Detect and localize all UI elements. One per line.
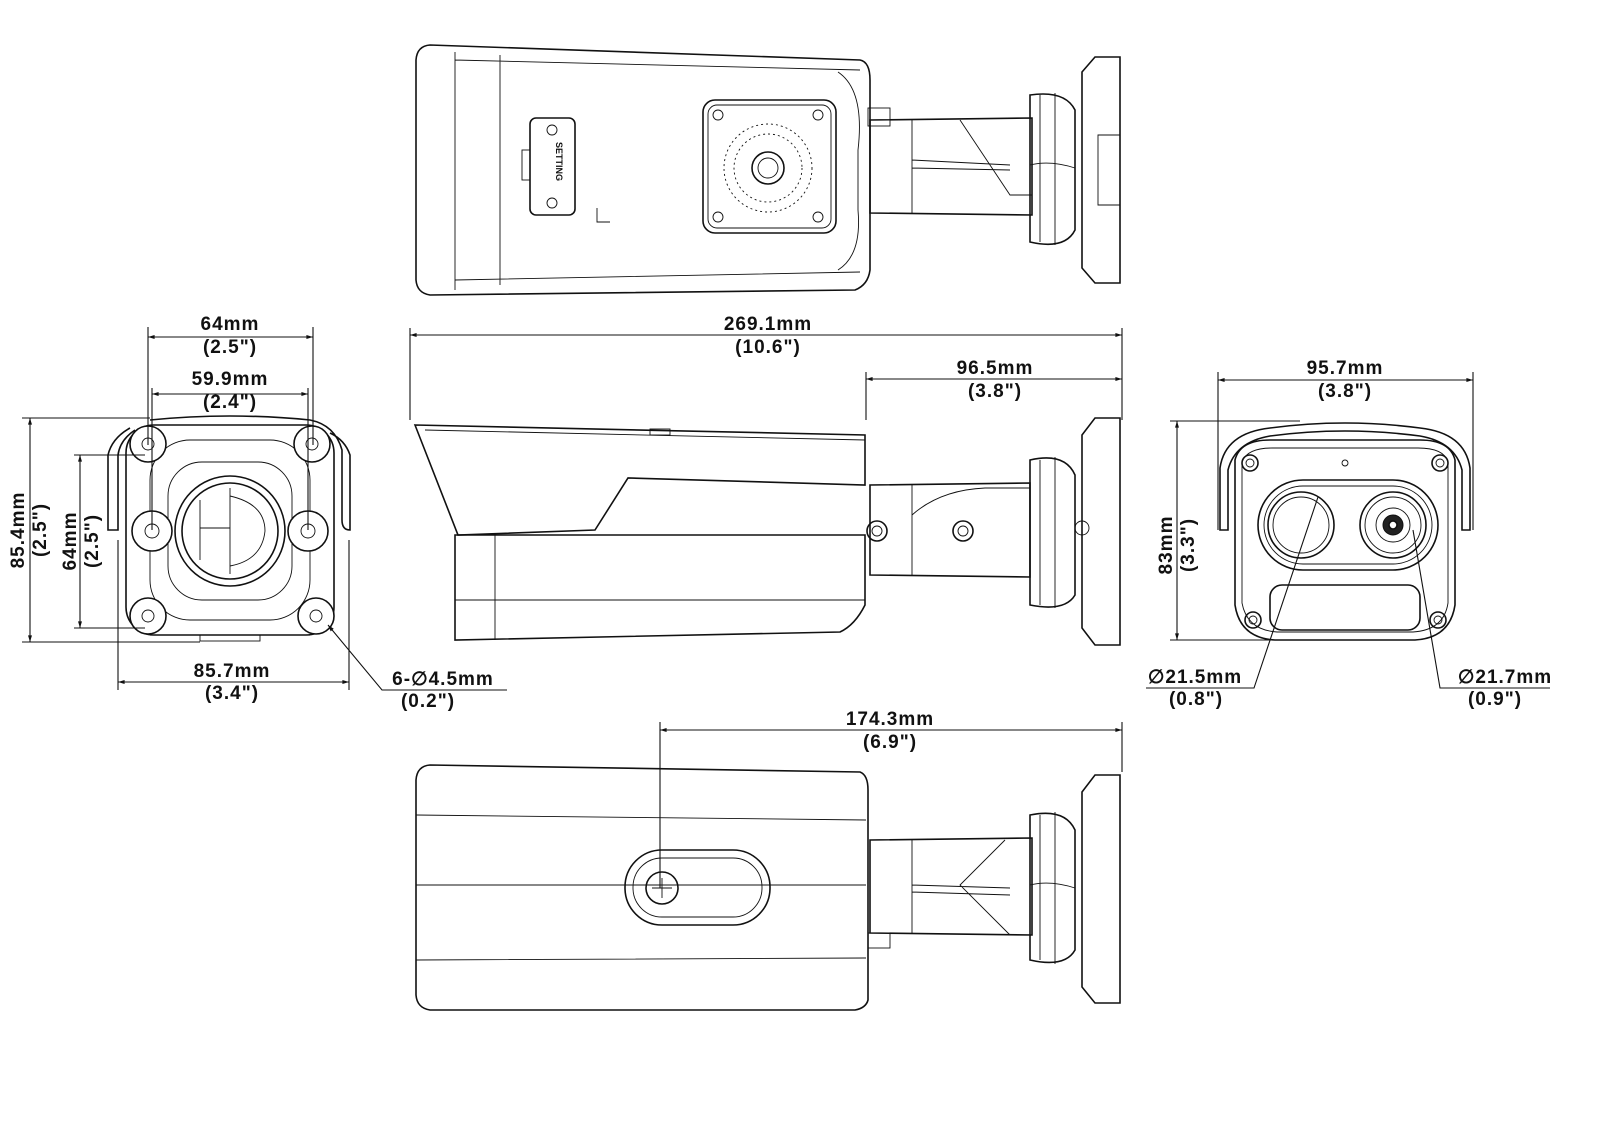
- slot-to-mount-mm: 174.3mm: [846, 709, 934, 730]
- rear-mount-view: [107, 415, 351, 642]
- hole-vertical-in: (2.5"): [82, 514, 103, 568]
- overall-length-mm: 269.1mm: [724, 314, 812, 335]
- lens-right-mm: ∅21.7mm: [1458, 667, 1552, 688]
- lens-housing: [1257, 479, 1439, 571]
- bracket-top: [867, 56, 1121, 284]
- dimension-mount-holes: 6-∅4.5mm (0.2"): [327, 624, 507, 712]
- mount-holes-in: (0.2"): [401, 691, 455, 712]
- bracket-bottom: [867, 774, 1121, 1004]
- mount-holes: [129, 425, 335, 635]
- base-width-in: (3.4"): [205, 683, 259, 704]
- bottom-view: [415, 764, 1121, 1011]
- hole-span-outer-in: (2.5"): [203, 337, 257, 358]
- dimension-base-height: 85.4mm (2.5"): [8, 417, 200, 643]
- bracket-length-in: (3.8"): [968, 381, 1022, 402]
- lens-right-in: (0.9"): [1468, 689, 1522, 710]
- dimension-overall-length: 269.1mm (10.6"): [409, 314, 1123, 420]
- dimension-hole-span-outer: 64mm (2.5"): [147, 314, 314, 445]
- base-height-mm: 85.4mm: [8, 492, 29, 569]
- base-height-in: (2.5"): [30, 503, 51, 557]
- dimension-bracket-length: 96.5mm (3.8"): [865, 358, 1122, 420]
- mounting-slot: [624, 849, 771, 926]
- speaker-plate: [702, 99, 837, 234]
- hole-span-inner-in: (2.4"): [203, 392, 257, 413]
- settings-label: SETTING: [554, 142, 564, 181]
- dimension-front-height: 83mm (3.3"): [1156, 420, 1300, 641]
- top-view: SETTING: [415, 44, 1121, 296]
- front-height-in: (3.3"): [1178, 518, 1199, 572]
- side-view: [413, 417, 1121, 646]
- settings-cover: SETTING: [521, 117, 576, 216]
- lens-left-mm: ∅21.5mm: [1148, 667, 1242, 688]
- front-height-mm: 83mm: [1156, 516, 1177, 575]
- mount-holes-mm: 6-∅4.5mm: [392, 669, 494, 690]
- dimension-front-width: 95.7mm (3.8"): [1217, 358, 1474, 530]
- hole-span-outer-mm: 64mm: [201, 314, 260, 335]
- front-width-mm: 95.7mm: [1307, 358, 1384, 379]
- front-view: [1219, 422, 1471, 641]
- base-width-mm: 85.7mm: [194, 661, 271, 682]
- overall-length-in: (10.6"): [735, 337, 801, 358]
- front-screws: [1241, 454, 1449, 629]
- dimension-slot-to-mount: 174.3mm (6.9"): [659, 709, 1123, 888]
- dimension-hole-span-inner: 59.9mm (2.4"): [151, 369, 309, 530]
- dimension-lens-left: ∅21.5mm (0.8"): [1146, 496, 1319, 710]
- dimension-lens-right: ∅21.7mm (0.9"): [1412, 529, 1552, 710]
- lens-left-in: (0.8"): [1169, 689, 1223, 710]
- dimension-base-width: 85.7mm (3.4"): [117, 540, 350, 704]
- slot-to-mount-in: (6.9"): [863, 732, 917, 753]
- front-width-in: (3.8"): [1318, 381, 1372, 402]
- dimension-hole-vertical: 64mm (2.5"): [60, 454, 145, 629]
- hole-span-inner-mm: 59.9mm: [192, 369, 269, 390]
- bracket-length-mm: 96.5mm: [957, 358, 1034, 379]
- hole-vertical-mm: 64mm: [60, 512, 81, 571]
